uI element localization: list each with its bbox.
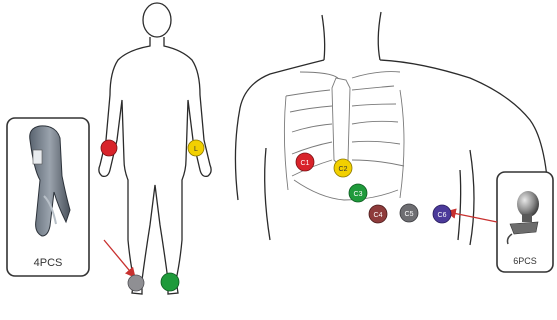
ribcage: [284, 72, 404, 200]
svg-text:C2: C2: [339, 166, 348, 173]
limb-clip-panel: 4PCS: [7, 118, 89, 276]
svg-text:C4: C4: [374, 212, 383, 219]
limb-electrode-rl: [128, 275, 144, 291]
chest-electrode-c5: C5: [400, 204, 418, 222]
chest-electrode-c2: C2: [334, 159, 352, 177]
chest-electrode-c6: C6: [433, 205, 451, 223]
svg-text:L: L: [194, 146, 198, 153]
chest-bulb-panel: 6PCS: [497, 172, 553, 272]
svg-text:C3: C3: [354, 191, 363, 198]
chest-bulb-count-label: 6PCS: [513, 256, 537, 266]
chest-electrode-c1: C1: [296, 153, 314, 171]
chest-electrode-c4: C4: [369, 205, 387, 223]
limb-electrode-ra: [101, 140, 117, 156]
limb-electrode-la: L: [188, 140, 204, 156]
chest-electrode-c3: C3: [349, 184, 367, 202]
svg-text:C1: C1: [301, 160, 310, 167]
svg-text:C5: C5: [405, 211, 414, 218]
limb-electrode-ll: [161, 273, 179, 291]
limb-clip-count-label: 4PCS: [34, 257, 63, 269]
svg-text:C6: C6: [438, 212, 447, 219]
